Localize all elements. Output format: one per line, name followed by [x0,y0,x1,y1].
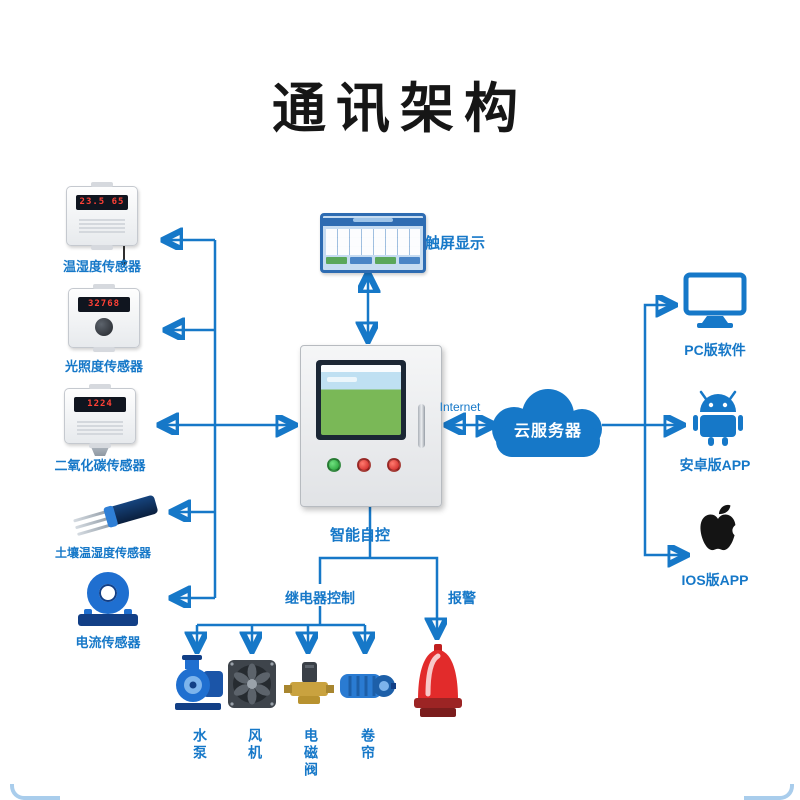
controller-label: 智能自控 [329,527,390,544]
control-cabinet-image [300,345,442,507]
ios-client-label: IOS版APP [681,572,749,588]
sensor-grill [79,217,125,233]
cabinet-screen [316,360,406,440]
sensor-grill [77,419,123,435]
co2-sensor-label: 二氧化碳传感器 [54,458,146,473]
light-sensor-image: 32768 [68,288,140,348]
cloud-server-image: 云服务器 [490,383,610,463]
relay-control-label: 继电器控制 [285,590,355,606]
apple-icon [694,502,745,563]
sensor-cable [121,246,127,265]
led-display: 1224 [74,397,126,412]
roller-shutter-label: 卷帘 [360,728,376,762]
cloud-icon [492,389,602,457]
roller-motor-image [338,664,396,713]
cabinet-handle [418,404,425,448]
corner-accent [10,784,60,800]
touchscreen-footer [326,257,420,264]
green-button [327,458,341,472]
co2-sensor-image: 1224 [64,388,136,456]
page-title: 通讯架构 [272,79,528,139]
red-button [357,458,371,472]
alarm-beacon-image [410,642,466,727]
fan-label: 风机 [247,728,263,762]
pc-monitor-icon [683,272,747,335]
led-display: 32768 [78,297,130,312]
touchscreen-image [320,213,426,273]
current-terminal [124,609,132,615]
solenoid-valve-image [284,662,334,711]
android-client-label: 安卓版APP [679,457,751,473]
soil-sensor-label: 土壤温湿度传感器 [54,546,151,560]
current-base [78,614,138,626]
red-button [387,458,401,472]
corner-accent [744,784,794,800]
current-sensor-label: 电流传感器 [75,635,141,650]
alarm-label: 报警 [448,590,476,606]
light-dome [95,318,113,336]
internet-label: Internet [439,400,481,414]
pc-client-label: PC版软件 [684,342,746,358]
current-ring [87,572,129,614]
water-pump-image [169,655,227,718]
soil-sensor-image [67,481,163,553]
cloud-server-label: 云服务器 [513,423,582,440]
android-icon [692,390,744,453]
fan-image [228,660,276,713]
current-sensor-image [76,572,140,628]
light-sensor-label: 光照度传感器 [64,359,143,374]
current-terminal [84,609,92,615]
soil-body [103,494,159,529]
temp-humidity-sensor-image: 23.5 65 [66,186,138,265]
cabinet-screen-content [321,365,401,435]
led-display: 23.5 65 [76,195,128,210]
solenoid-valve-label: 电磁阀 [303,728,319,779]
touchscreen-header [323,218,423,226]
touchscreen-grid [326,229,420,255]
water-pump-label: 水泵 [192,728,208,762]
touchscreen-label: 触屏显示 [425,235,486,252]
temp-humidity-sensor-label: 温湿度传感器 [62,259,141,274]
